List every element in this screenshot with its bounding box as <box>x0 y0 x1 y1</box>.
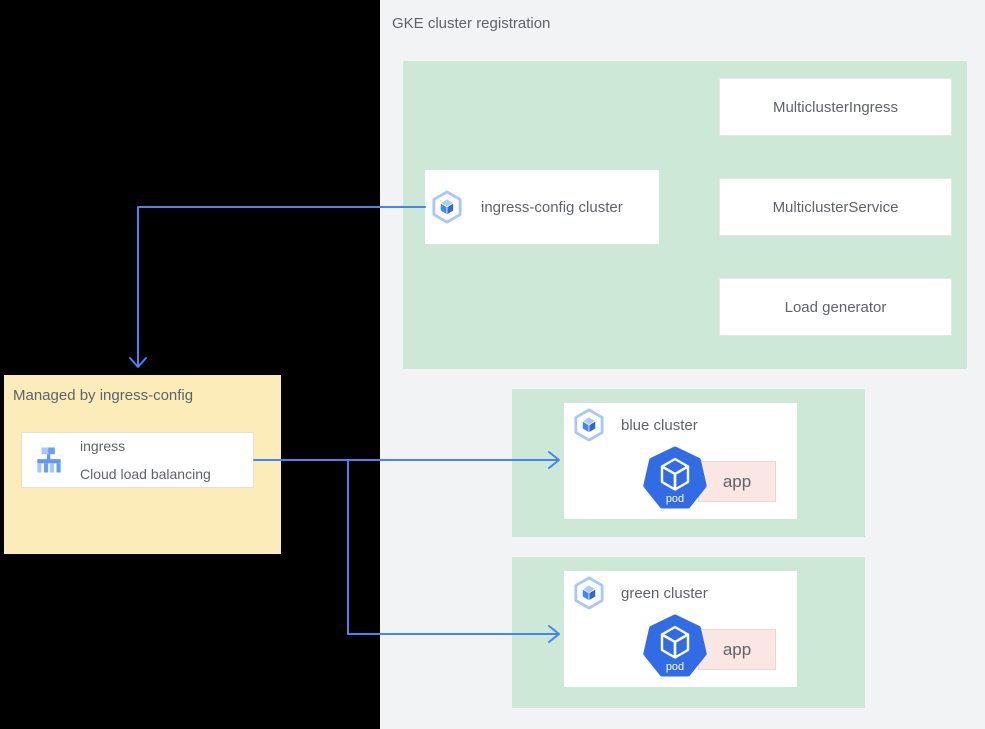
blue-cluster-card: blue cluster app pod <box>564 403 797 519</box>
cluster-name: blue cluster <box>621 416 698 434</box>
gke-cluster-icon <box>432 190 462 224</box>
app-label: app <box>722 471 752 491</box>
pod-icon: pod <box>643 446 707 509</box>
pod-icon: pod <box>643 614 707 677</box>
app-box: app <box>698 461 776 502</box>
app-box: app <box>698 629 776 670</box>
blue-cluster-panel: blue cluster app pod <box>512 389 865 537</box>
multicluster-ingress-card: MulticlusterIngress <box>719 78 952 136</box>
cluster-name: green cluster <box>621 584 708 602</box>
multicluster-service-card: MulticlusterService <box>719 178 952 236</box>
ingress-config-cluster-card: ingress-config cluster <box>425 170 659 244</box>
green-cluster-panel: green cluster app pod <box>512 557 865 708</box>
pod-label: pod <box>666 493 684 505</box>
gke-cluster-icon <box>574 408 604 442</box>
multicluster-service-label: MulticlusterService <box>772 198 899 216</box>
ingress-config-cluster-label: ingress-config cluster <box>481 198 623 216</box>
cloud-load-balancing-label: Cloud load balancing <box>80 466 211 482</box>
load-generator-label: Load generator <box>784 298 887 316</box>
gke-cluster-icon <box>574 576 604 610</box>
multicluster-ingress-label: MulticlusterIngress <box>772 98 899 116</box>
cloud-load-balancing-icon <box>37 447 61 473</box>
pod-label: pod <box>666 661 684 673</box>
page-title: GKE cluster registration <box>392 15 551 32</box>
app-label: app <box>722 639 752 659</box>
green-cluster-card: green cluster app pod <box>564 571 797 687</box>
managed-panel-title: Managed by ingress-config <box>13 387 194 404</box>
load-generator-card: Load generator <box>719 278 952 336</box>
ingress-load-balancing-card: ingress Cloud load balancing <box>21 432 254 488</box>
ingress-label: ingress <box>80 438 126 454</box>
gke-registration-panel: ingress-config cluster MulticlusterIngre… <box>403 61 967 369</box>
managed-by-ingress-config-panel: Managed by ingress-config ingress Cloud … <box>4 375 281 554</box>
left-black-region <box>0 0 380 729</box>
